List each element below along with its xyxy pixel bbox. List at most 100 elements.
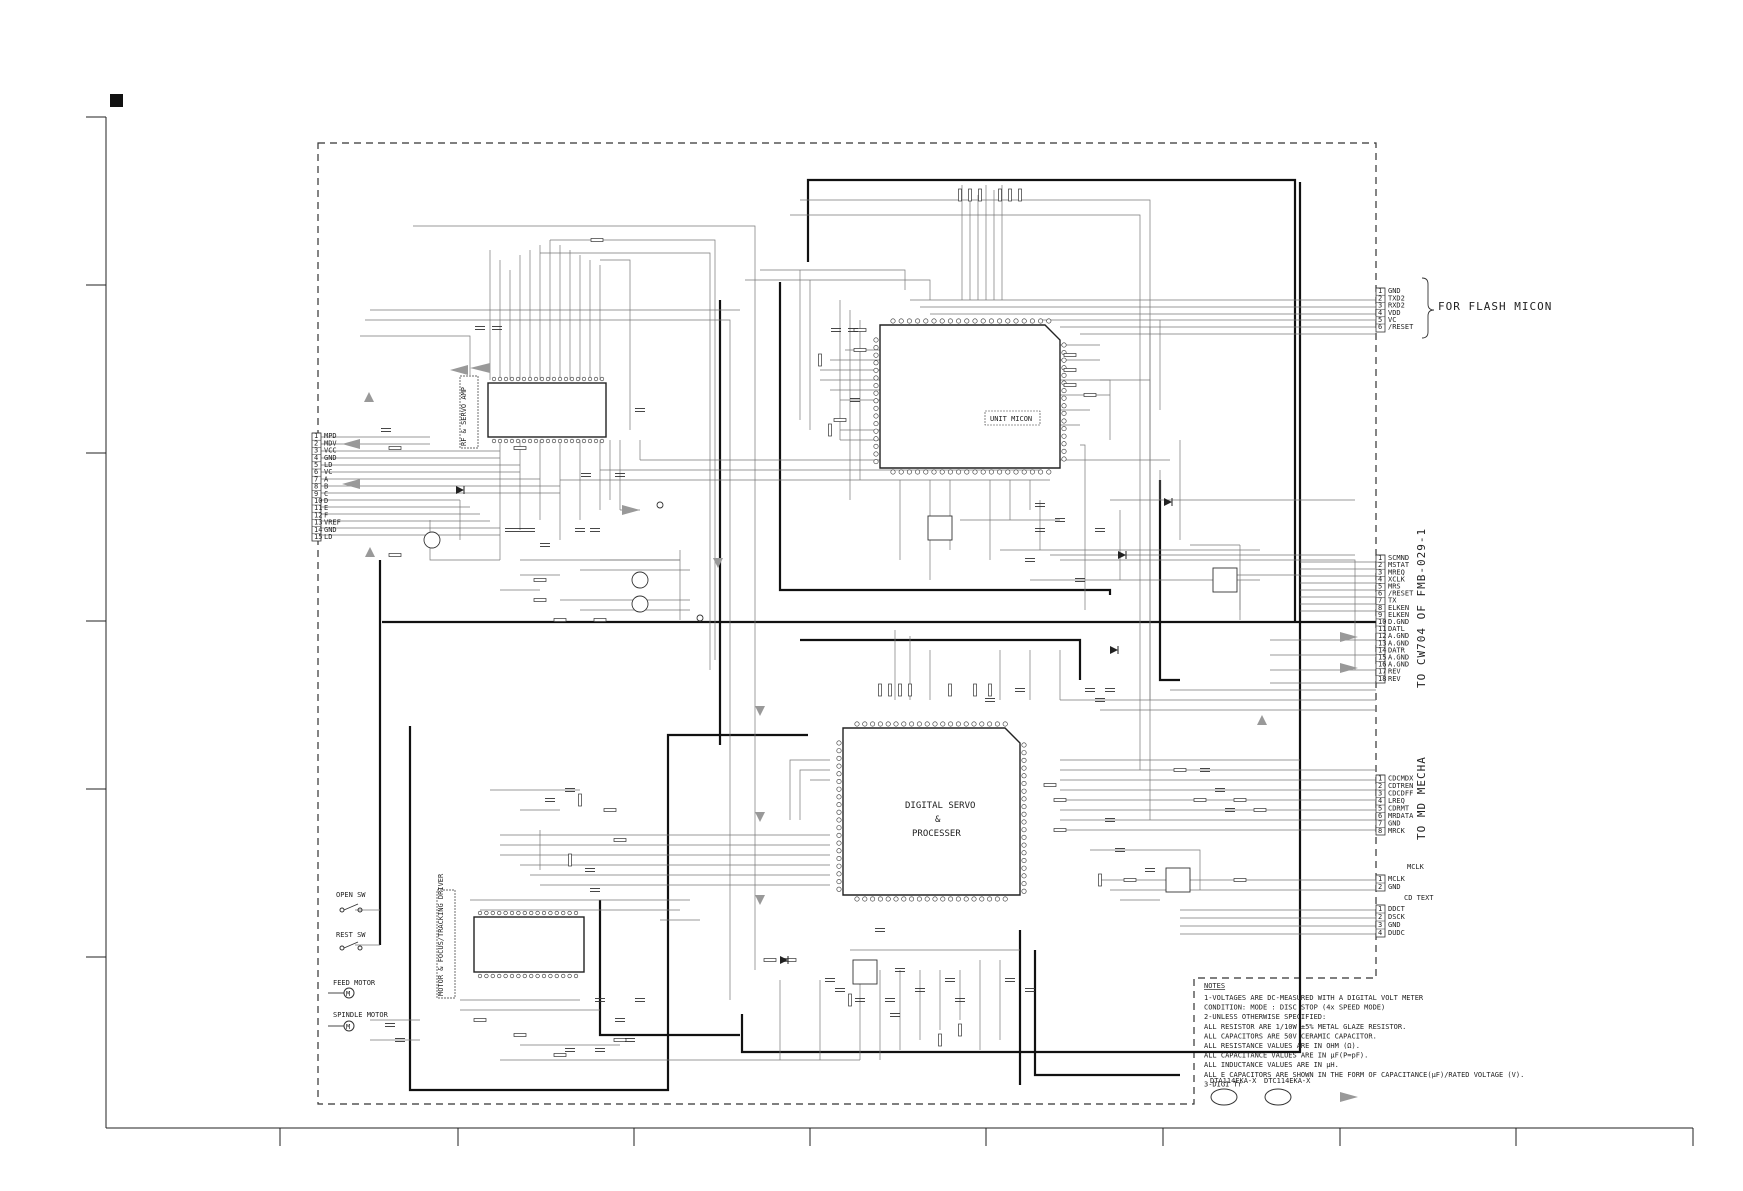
digi-tr-2-symbol xyxy=(1264,1088,1292,1106)
resistor xyxy=(853,328,867,332)
ic-pin xyxy=(836,748,842,754)
resistor xyxy=(473,1018,487,1022)
connector-pin-number: 4 xyxy=(1378,929,1382,937)
resistor xyxy=(613,1038,627,1042)
ic-pin xyxy=(836,763,842,769)
connector-pin-number: 5 xyxy=(314,461,318,469)
resistor xyxy=(1098,873,1102,887)
ic-pin xyxy=(862,896,868,902)
ic-pin xyxy=(906,469,912,475)
connector-pin-label: DDCT xyxy=(1388,905,1406,913)
connector-pin-label: RXD2 xyxy=(1388,302,1405,310)
resistor xyxy=(828,423,832,437)
ic-pin xyxy=(873,337,879,343)
ic-pin xyxy=(554,910,559,916)
connector-pin-label: CDCDFF xyxy=(1388,790,1413,798)
module-package xyxy=(1212,567,1238,593)
connector-pin-number: 11 xyxy=(314,504,322,512)
ic-pin xyxy=(836,786,842,792)
resistor xyxy=(833,418,847,422)
module-package xyxy=(927,515,953,541)
test-point xyxy=(656,501,664,509)
connector-pin-number: 7 xyxy=(1378,820,1382,828)
ic-pin xyxy=(980,318,986,324)
ic-pin xyxy=(987,896,993,902)
resistor xyxy=(848,993,852,1007)
notes-line: ALL CAPACITANCE VALUES ARE IN µF(P=pF). xyxy=(1204,1052,1368,1060)
ic-pin xyxy=(557,376,563,382)
ic-pin xyxy=(1005,469,1011,475)
ic-pin xyxy=(947,318,953,324)
ic-pin xyxy=(971,721,977,727)
svg-text:DTC114EKA-X: DTC114EKA-X xyxy=(1264,1077,1311,1085)
ic-pin xyxy=(490,910,495,916)
resistor xyxy=(513,1033,527,1037)
ic-pin xyxy=(955,896,961,902)
connector-pin-label: LD xyxy=(324,533,332,541)
ic-pin xyxy=(573,910,579,916)
ic-pin xyxy=(980,469,986,475)
connector-pin-number: 11 xyxy=(1378,625,1386,633)
connector-pin-label: MPD xyxy=(324,432,337,440)
connector-pin-label: REV xyxy=(1388,675,1401,683)
resistor xyxy=(1053,828,1067,832)
ic-pin xyxy=(915,318,921,324)
connector-pin-number: 12 xyxy=(314,511,322,519)
ic-pin xyxy=(873,360,879,366)
connector-pin-label: CDCMDX xyxy=(1388,775,1414,783)
ic-pin xyxy=(533,376,539,382)
ic-pin xyxy=(836,855,842,861)
connector-pin-label: VC xyxy=(324,468,332,476)
flash-title: FOR FLASH MICON xyxy=(1438,300,1552,313)
resistor xyxy=(553,618,567,622)
connector-pin-number: 6 xyxy=(1378,590,1382,598)
ic-pin xyxy=(575,376,581,382)
resistor xyxy=(998,188,1002,202)
notes-line: 1-VOLTAGES ARE DC-MEASURED WITH A DIGITA… xyxy=(1204,994,1424,1002)
ic-pin xyxy=(1021,811,1027,817)
ic-pin xyxy=(563,438,569,444)
ic-pin xyxy=(539,438,545,444)
ic-pin xyxy=(1061,357,1067,363)
ic-pin xyxy=(1021,318,1027,324)
ic-pin xyxy=(836,771,842,777)
ic-pin xyxy=(1061,410,1067,416)
motor-driver-label: MOTOR & FOCUS/TRACKING DRIVER xyxy=(437,873,445,996)
ic-pin xyxy=(873,428,879,434)
svg-text:SPINDLE MOTOR: SPINDLE MOTOR xyxy=(333,1011,389,1019)
connector-pin-number: 1 xyxy=(1378,287,1382,295)
ic-pin xyxy=(939,318,945,324)
ic-pin xyxy=(527,438,533,444)
diode xyxy=(1164,498,1172,506)
ic-pin xyxy=(503,973,508,979)
connector-pin-label: B xyxy=(324,483,328,491)
resistor xyxy=(958,1023,962,1037)
ic-pin xyxy=(939,469,945,475)
ic-pin xyxy=(836,871,842,877)
md-title: TO MD MECHA xyxy=(1415,756,1428,840)
notes-heading: NOTES xyxy=(1204,982,1225,990)
connector-pin-label: C xyxy=(324,490,328,498)
ic-pin xyxy=(491,438,497,444)
ic-pin xyxy=(940,896,946,902)
ic-pin xyxy=(916,721,922,727)
module-package xyxy=(852,959,878,985)
diode xyxy=(456,486,464,494)
resistor xyxy=(1173,768,1187,772)
ic-pin xyxy=(1021,742,1027,748)
ic-pin xyxy=(545,376,551,382)
resistor xyxy=(1018,188,1022,202)
ic-pin xyxy=(988,469,994,475)
resistor xyxy=(898,683,902,697)
ic-pin xyxy=(873,413,879,419)
ic-pin xyxy=(477,910,483,916)
board-boundary xyxy=(317,142,1377,1105)
ic-pin xyxy=(873,459,879,465)
connector-pin-label: A.GND xyxy=(1388,661,1409,669)
connector-pin-number: 4 xyxy=(1378,797,1382,805)
transistor xyxy=(631,595,649,613)
